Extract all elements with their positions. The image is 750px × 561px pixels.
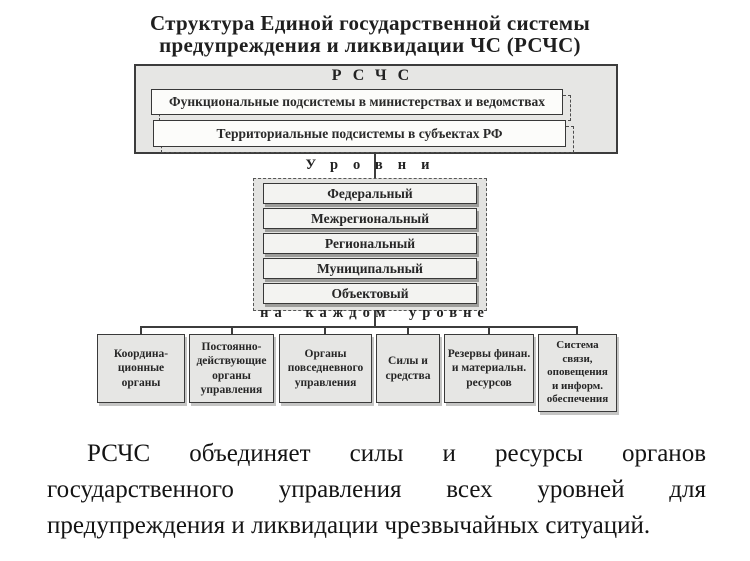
slide-title-line1: Структура Единой государственной системы <box>149 11 591 35</box>
connector-line-top <box>374 154 376 179</box>
drop-line-6 <box>576 326 578 335</box>
connector-line-middle <box>374 310 376 328</box>
drop-line-2 <box>231 326 233 335</box>
rschs-container-box: РСЧС Функциональные подсистемы в министе… <box>134 64 618 154</box>
paragraph-line3: предупреждения и ликвидации чрезвычайных… <box>47 512 651 539</box>
organ-permanent-management-box: Постоянно- действующие органы управления <box>189 334 274 403</box>
level-regional: Региональный <box>263 233 477 254</box>
functional-subsystems-box: Функциональные подсистемы в министерства… <box>151 89 571 121</box>
level-object: Объектовый <box>263 283 477 304</box>
functional-subsystems-label: Функциональные подсистемы в министерства… <box>151 89 563 115</box>
level-interregional: Межрегиональный <box>263 208 477 229</box>
levels-connector-label: Уровни <box>305 157 445 173</box>
level-municipal: Муниципальный <box>263 258 477 279</box>
rschs-header-label: РСЧС <box>331 67 421 84</box>
description-paragraph: РСЧС объединяет силы и ресурсы органов г… <box>47 436 706 544</box>
drop-line-5 <box>488 326 490 335</box>
distribution-line <box>140 326 578 328</box>
level-federal: Федеральный <box>263 183 477 204</box>
organ-coordination-box: Координа- ционные органы <box>97 334 185 403</box>
slide-title-line2: предупреждения и ликвидации ЧС (РСЧС) <box>159 33 581 57</box>
territorial-subsystems-label: Территориальные подсистемы в субъектах Р… <box>153 120 566 147</box>
drop-line-4 <box>407 326 409 335</box>
slide-title: Структура Единой государственной системы… <box>0 12 740 56</box>
paragraph-line2: государственного управления всех уровней… <box>47 476 706 503</box>
drop-line-3 <box>324 326 326 335</box>
organ-forces-means-box: Силы и средства <box>376 334 440 403</box>
organ-reserves-box: Резервы финан. и материальн. ресурсов <box>444 334 534 403</box>
paragraph-line1: РСЧС объединяет силы и ресурсы органов <box>87 440 706 467</box>
levels-container-box: Федеральный Межрегиональный Региональный… <box>253 178 487 311</box>
organ-daily-management-box: Органы повседневного управления <box>279 334 372 403</box>
drop-line-1 <box>140 326 142 335</box>
organ-communication-system-box: Система связи, оповещения и информ. обес… <box>538 334 617 412</box>
territorial-subsystems-box: Территориальные подсистемы в субъектах Р… <box>153 120 574 153</box>
each-level-connector-label: на каждом уровне <box>260 305 490 321</box>
